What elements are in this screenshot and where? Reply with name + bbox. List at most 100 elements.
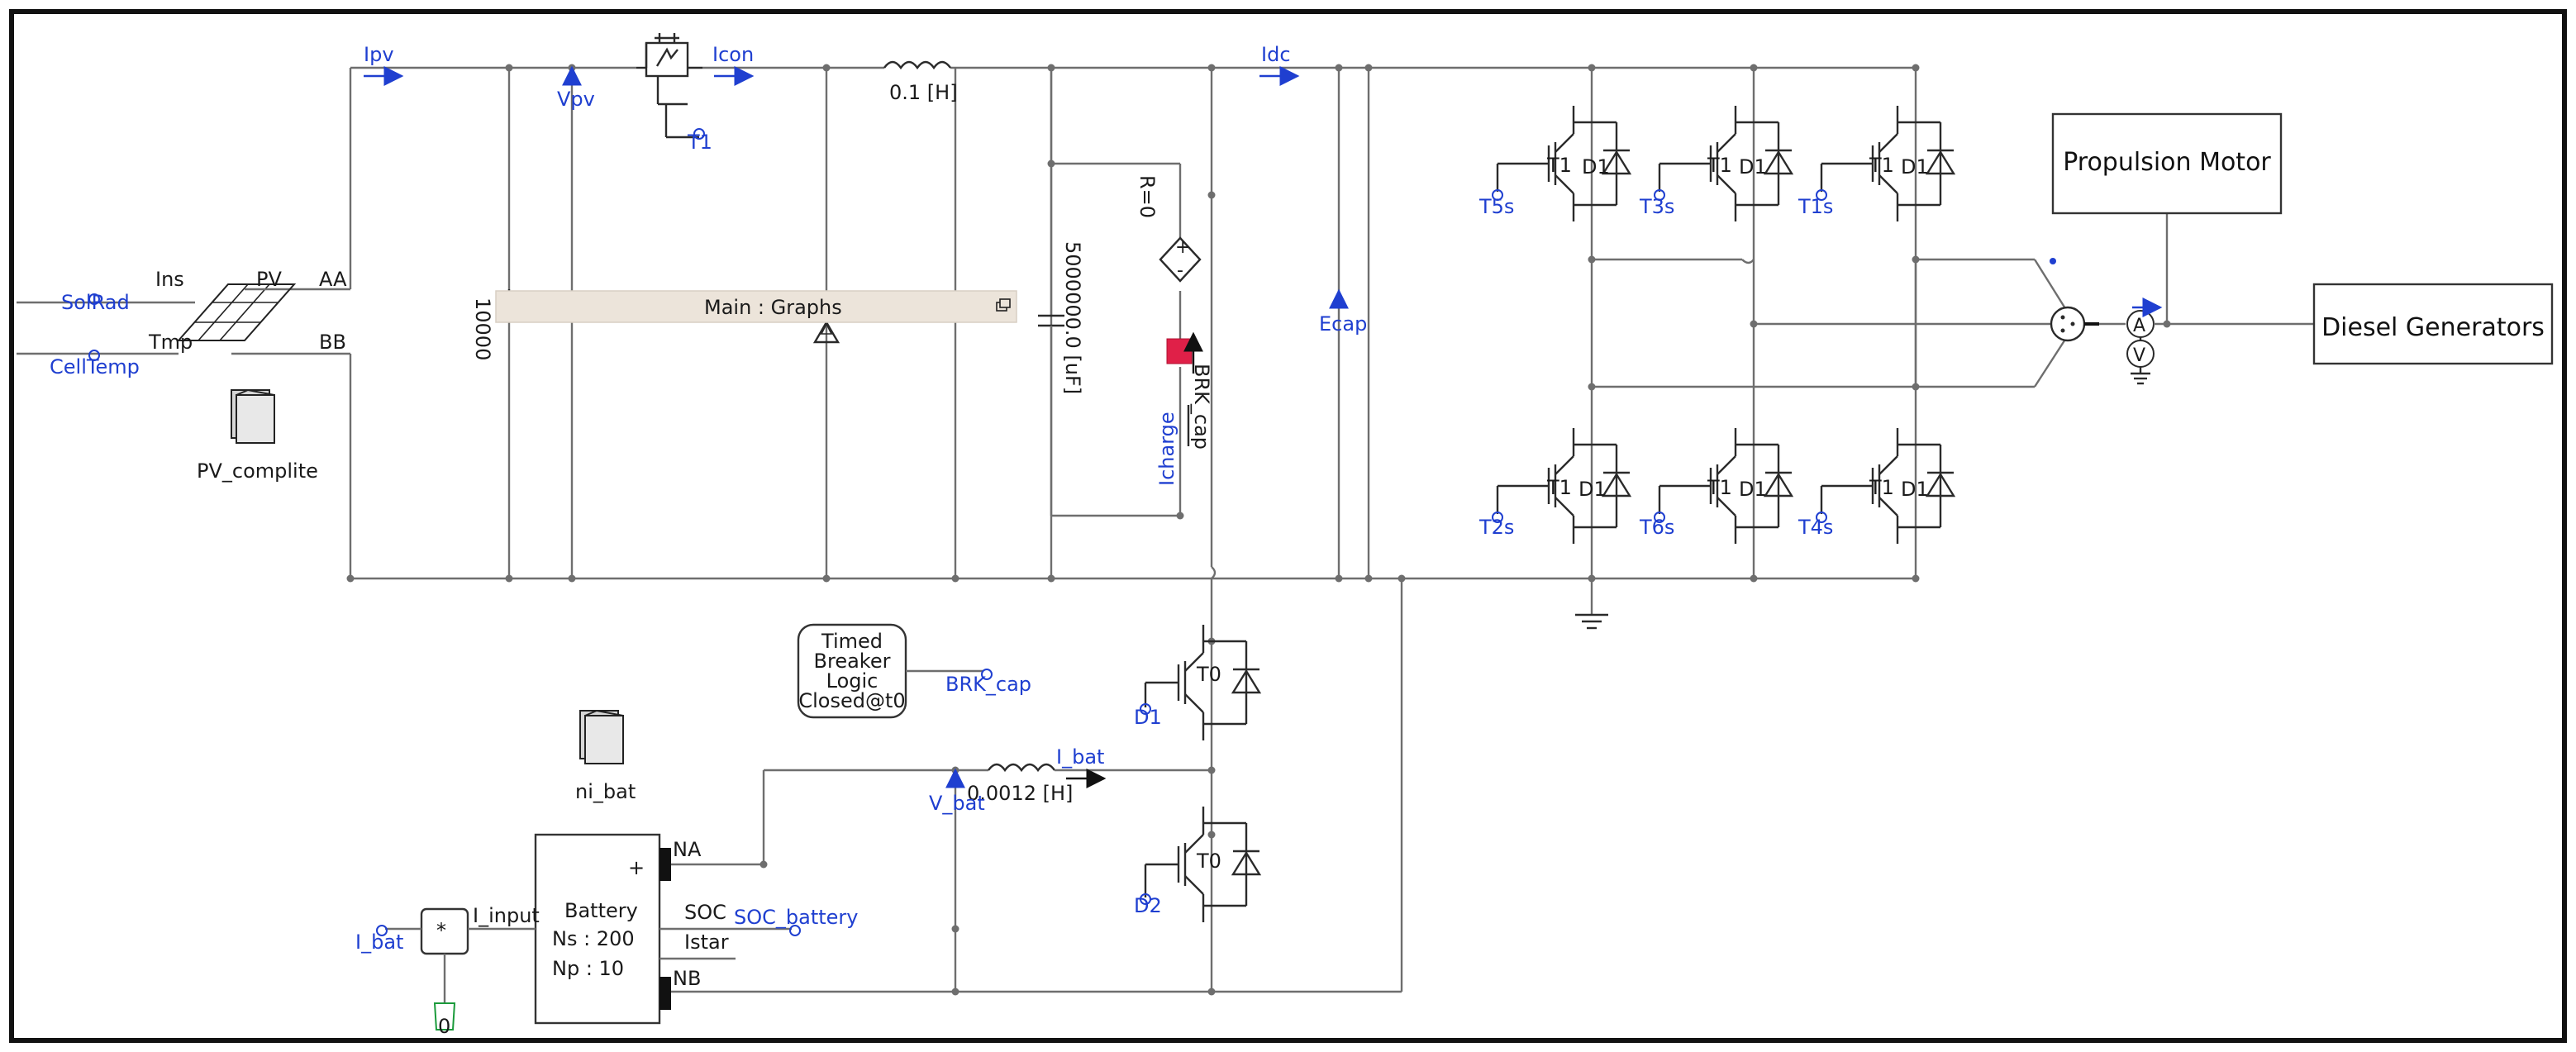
main-inductor-value: 0.1 [H] (889, 81, 958, 104)
t1s-label: T1s (1797, 195, 1833, 218)
dependent-voltage-source: + - (1159, 236, 1202, 283)
t1-label: T1 (687, 131, 712, 154)
svg-text:T1: T1 (1707, 154, 1732, 177)
battery-ns: Ns : 200 (552, 927, 635, 950)
i-bat-input-label: I_bat (355, 931, 403, 954)
t3s-label: T3s (1639, 195, 1674, 218)
t6s-label: T6s (1639, 516, 1674, 539)
t0-top-label: T0 (1196, 663, 1221, 686)
battery-block[interactable] (534, 833, 671, 1025)
svg-text:D1: D1 (1901, 155, 1929, 179)
t5s-label: T5s (1478, 195, 1514, 218)
i-input-label: I_input (473, 904, 540, 927)
d2-node (1140, 893, 1151, 905)
battery-title: Battery (564, 899, 638, 922)
ammeter-letter: A (2133, 316, 2145, 336)
svg-text:T1: T1 (1869, 476, 1894, 499)
aa-label: AA (319, 268, 347, 291)
ins-label: Ins (155, 268, 184, 291)
t0-bottom-label: T0 (1196, 850, 1221, 873)
t4s-label: T4s (1797, 516, 1833, 539)
diesel-generators-block[interactable]: Diesel Generators (2312, 283, 2554, 365)
tmp-label: Tmp (148, 331, 193, 354)
d2-label: D2 (1134, 894, 1162, 917)
svg-text:T1: T1 (1546, 154, 1572, 177)
nb-label: NB (673, 967, 701, 990)
timed-breaker-logic-block[interactable]: Timed Breaker Logic Closed@t0 (797, 623, 907, 719)
svg-text:T1: T1 (1707, 476, 1732, 499)
propulsion-motor-block[interactable]: Propulsion Motor (2051, 112, 2283, 215)
idc-label: Idc (1261, 43, 1291, 66)
multiplier-symbol: * (436, 919, 446, 942)
t2s-label: T2s (1478, 516, 1514, 539)
diagram-frame (9, 9, 2567, 1043)
solrad-label: SolRad (61, 291, 130, 314)
main-graphs-panel[interactable]: Main : Graphs (495, 290, 1017, 323)
timed-line-3: Logic (826, 669, 879, 693)
na-label: NA (673, 838, 702, 861)
battery-inductor (988, 763, 1055, 773)
svg-text:D1: D1 (1739, 478, 1767, 501)
timed-line-1: Timed (821, 630, 883, 653)
istar-label: Istar (684, 931, 729, 954)
inverter-legs (1575, 68, 1917, 630)
svg-text:-: - (1177, 260, 1183, 281)
pv-label: PV (256, 268, 282, 291)
battery-inductor-value: 0.0012 [H] (967, 782, 1073, 805)
capacitor-value: 5000000.0 [uF] (1061, 241, 1084, 394)
gate-leads (1496, 162, 1855, 514)
svg-text:T1: T1 (1546, 476, 1572, 499)
svg-text:D1: D1 (1578, 478, 1607, 501)
vpv-label: Vpv (557, 88, 595, 111)
svg-text:+: + (1175, 237, 1190, 258)
multiplier-block[interactable]: * (420, 907, 469, 955)
main-graphs-title: Main : Graphs (704, 296, 842, 319)
brk-cap-out-node (981, 669, 993, 680)
dc-link-capacitor (1038, 68, 1064, 578)
solrad-node (88, 293, 100, 305)
svg-text:D1: D1 (1901, 478, 1929, 501)
bb-label: BB (319, 331, 346, 354)
svg-text:D1: D1 (1582, 155, 1610, 179)
zero-constant: 0 (438, 1015, 450, 1038)
resistor-r0: R=0 (1136, 175, 1159, 218)
soc-battery-node (789, 925, 801, 936)
svg-text:D1: D1 (1739, 155, 1767, 179)
icharge-label: Icharge (1155, 412, 1178, 486)
pv-module-folder-icon[interactable] (231, 388, 275, 444)
igbt-t5s (1529, 104, 1631, 223)
pv-array-block[interactable] (17, 283, 297, 355)
phase-marker-dot (2050, 258, 2056, 264)
v-bat-label: V_bat (929, 792, 985, 815)
breaker-red-box[interactable] (1166, 338, 1193, 364)
ecap-label: Ecap (1319, 312, 1367, 336)
brk-cap-switch-label: BRK_cap (1190, 364, 1213, 450)
voltmeter-letter: V (2133, 345, 2145, 366)
i-bat-wire-label: I_bat (1056, 745, 1104, 769)
pv-module-label: PV_complite (197, 459, 318, 483)
diode-symbol-mid (812, 320, 840, 344)
soc-label: SOC (684, 901, 726, 924)
restore-window-icon[interactable] (996, 298, 1011, 312)
voltmeter-icon: V (2126, 337, 2155, 385)
ni-bat-folder-icon[interactable] (579, 709, 624, 764)
phase-output-wires (1592, 258, 2069, 388)
diesel-generators-label: Diesel Generators (2321, 313, 2545, 342)
ammeter-icon: A (2126, 310, 2155, 338)
svg-text:T1: T1 (1869, 154, 1894, 177)
celltemp-node (88, 350, 100, 361)
t1-signal-node (693, 128, 705, 140)
d1-label: D1 (1134, 706, 1162, 729)
timed-line-4: Closed@t0 (798, 689, 905, 712)
d1-node (1140, 703, 1151, 715)
phase-combiner (2050, 306, 2099, 342)
icon-label: Icon (712, 43, 754, 66)
propulsion-motor-label: Propulsion Motor (2063, 148, 2271, 177)
brk-cap-out-label: BRK_cap (945, 673, 1031, 696)
ipv-label: Ipv (364, 43, 394, 66)
source-value-10000: 10000 (471, 298, 494, 360)
celltemp-label: CellTemp (50, 355, 140, 378)
